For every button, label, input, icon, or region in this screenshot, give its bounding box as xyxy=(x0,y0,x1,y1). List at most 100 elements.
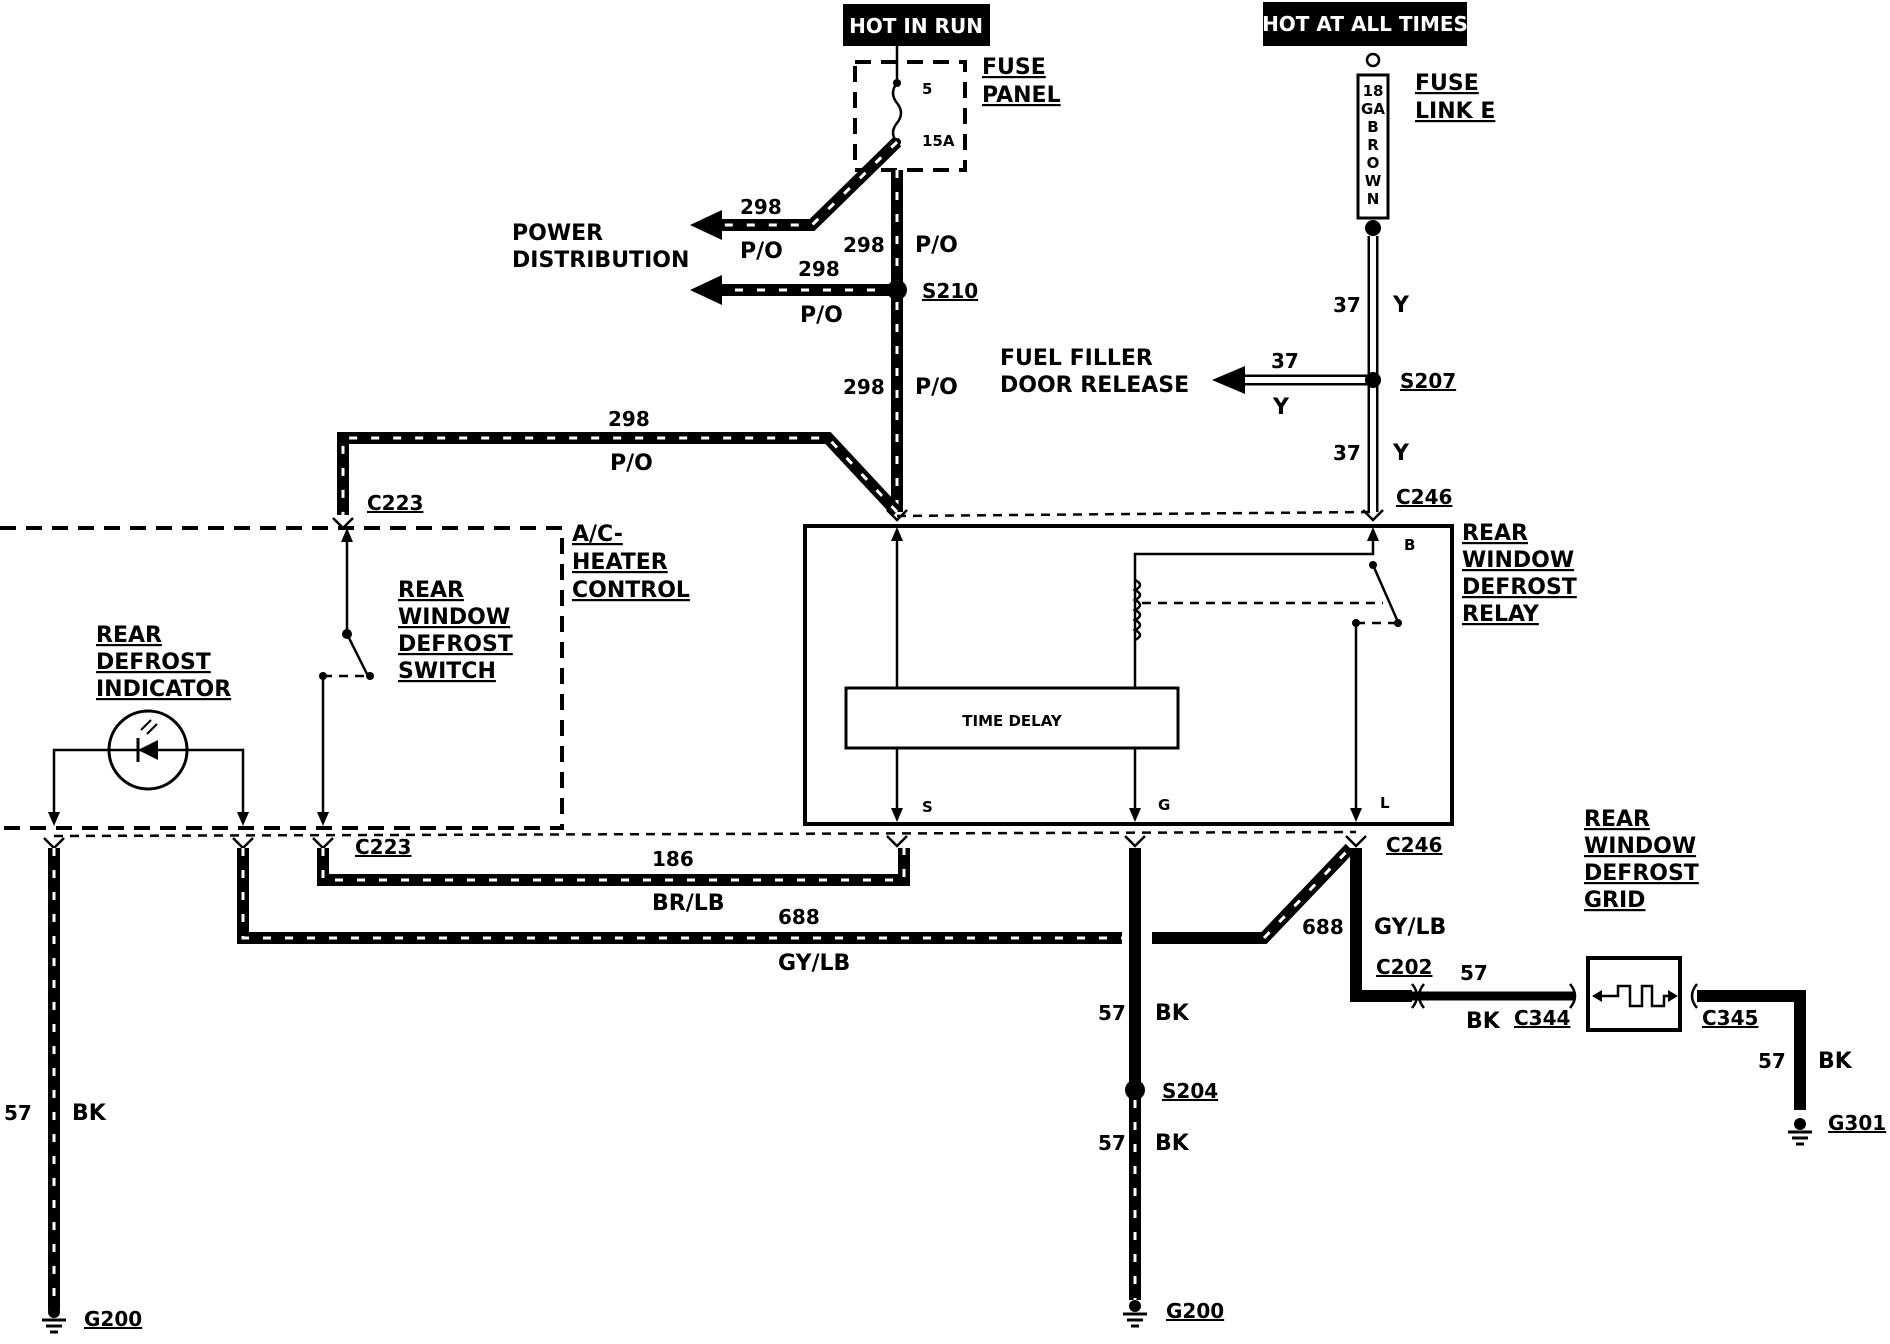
wire-688-b-number: 688 xyxy=(1302,915,1344,939)
ground-g301: G301 xyxy=(1828,1111,1886,1135)
wire-57-mid2-color: BK xyxy=(1155,1131,1190,1156)
hot-in-run-source: HOT IN RUN xyxy=(843,4,990,46)
wire-688-a-number: 688 xyxy=(778,905,820,929)
fuel-filler-label-2: DOOR RELEASE xyxy=(1000,373,1189,398)
relay-label-4: RELAY xyxy=(1462,602,1540,627)
hot-in-run-label: HOT IN RUN xyxy=(849,14,983,38)
wire-186-color: BR/LB xyxy=(652,891,725,916)
wire-37-c-color: Y xyxy=(1392,441,1410,466)
fuse-number: 5 xyxy=(922,80,932,98)
fuel-filler-label-1: FUEL FILLER xyxy=(1000,346,1153,371)
ground-g200-left: G200 xyxy=(84,1307,142,1331)
fuse-link-label-1: FUSE xyxy=(1415,71,1479,96)
circuit-57-grid xyxy=(1350,848,1812,1146)
fuse-link-gauge-2: B xyxy=(1367,118,1378,136)
relay-label-2: WINDOW xyxy=(1462,548,1574,573)
switch-label-1: REAR xyxy=(398,578,464,603)
rear-defrost-indicator: REAR DEFROST INDICATOR xyxy=(48,623,249,826)
rear-window-defrost-grid: REAR WINDOW DEFROST GRID xyxy=(1584,807,1699,1032)
wire-186-number: 186 xyxy=(652,847,694,871)
wire-37-a-color: Y xyxy=(1392,293,1410,318)
wire-57-right-number: 57 xyxy=(1758,1049,1786,1073)
wire-37-c-number: 37 xyxy=(1333,441,1361,465)
fuse-link: 18 GA B R O W N FUSE LINK E xyxy=(1356,52,1495,236)
wire-298-c-color: P/O xyxy=(800,303,843,328)
wire-57-mid2-number: 57 xyxy=(1098,1131,1126,1155)
wire-57-mid1-color: BK xyxy=(1155,1001,1190,1026)
wire-57-mid1-number: 57 xyxy=(1098,1001,1126,1025)
fuse-link-gauge-6: N xyxy=(1367,190,1380,208)
power-distribution-label-2: DISTRIBUTION xyxy=(512,248,689,273)
wire-298-b-number: 298 xyxy=(843,233,885,257)
wire-37-a-number: 37 xyxy=(1333,293,1361,317)
grid-label-1: REAR xyxy=(1584,807,1650,832)
wire-298-d-color: P/O xyxy=(915,375,958,400)
hot-at-all-times-label: HOT AT ALL TIMES xyxy=(1262,12,1468,36)
fuse-link-gauge-1: GA xyxy=(1361,100,1385,118)
indicator-label-1: REAR xyxy=(96,623,162,648)
connector-c202: C202 xyxy=(1376,955,1432,979)
circuit-57-left xyxy=(42,848,66,1334)
relay-pin-g: G xyxy=(1158,796,1170,814)
rear-window-defrost-relay: TIME DELAY B S G L REAR WINDOW DEFROST R… xyxy=(803,521,1577,826)
fuse-link-label-2: LINK E xyxy=(1415,99,1495,124)
fuse-panel-label-1: FUSE xyxy=(982,55,1046,80)
wire-298-b-color: P/O xyxy=(915,233,958,258)
wire-688-b-color: GY/LB xyxy=(1374,915,1446,940)
indicator-label-2: DEFROST xyxy=(96,650,211,675)
relay-label-1: REAR xyxy=(1462,521,1528,546)
wire-298-e-number: 298 xyxy=(608,407,650,431)
wire-37-b-number: 37 xyxy=(1271,349,1299,373)
connector-c223-top: C223 xyxy=(367,491,423,515)
wire-57-grid-color: BK xyxy=(1466,1009,1501,1034)
circuit-298 xyxy=(337,137,907,517)
circuit-57-mid xyxy=(1123,848,1147,1328)
grid-label-4: GRID xyxy=(1584,888,1645,913)
wire-57-grid-number: 57 xyxy=(1460,961,1488,985)
ac-heater-label-1: A/C- xyxy=(572,522,623,547)
ground-g200-mid: G200 xyxy=(1166,1299,1224,1323)
splice-s210: S210 xyxy=(922,279,978,303)
wire-37-b-color: Y xyxy=(1272,395,1290,420)
wire-57-right-color: BK xyxy=(1818,1049,1853,1074)
ac-heater-control: A/C- HEATER CONTROL xyxy=(0,522,690,830)
relay-label-3: DEFROST xyxy=(1462,575,1577,600)
connector-c344: C344 xyxy=(1514,1006,1570,1030)
indicator-label-3: INDICATOR xyxy=(96,677,231,702)
wire-688-a-color: GY/LB xyxy=(778,951,850,976)
switch-label-2: WINDOW xyxy=(398,605,510,630)
fuse-link-gauge-0: 18 xyxy=(1363,82,1384,100)
connector-c246-top: C246 xyxy=(1396,485,1452,509)
fuse-panel-label-2: PANEL xyxy=(982,83,1061,108)
wire-57-left-color: BK xyxy=(72,1101,107,1126)
splice-s207: S207 xyxy=(1400,369,1456,393)
grid-label-3: DEFROST xyxy=(1584,861,1699,886)
fuse-link-gauge-4: O xyxy=(1367,154,1380,172)
switch-label-4: SWITCH xyxy=(398,659,496,684)
wire-298-a-color: P/O xyxy=(740,239,783,264)
relay-pin-l: L xyxy=(1380,794,1390,812)
rear-window-defrost-switch: REAR WINDOW DEFROST SWITCH xyxy=(317,528,513,826)
circuit-688 xyxy=(237,843,1355,944)
ac-heater-label-3: CONTROL xyxy=(572,578,690,603)
connector-c223-bottom: C223 xyxy=(355,835,411,859)
connector-c246-bottom: C246 xyxy=(1386,833,1442,857)
fuse-panel: 5 15A FUSE PANEL xyxy=(853,46,1061,172)
circuit-186 xyxy=(317,848,910,886)
wire-298-e-color: P/O xyxy=(610,451,653,476)
grid-label-2: WINDOW xyxy=(1584,834,1696,859)
relay-pin-s: S xyxy=(922,798,933,816)
wire-298-a-number: 298 xyxy=(740,195,782,219)
fuse-rating: 15A xyxy=(922,132,955,150)
ac-heater-label-2: HEATER xyxy=(572,550,668,575)
hot-at-all-times-source: HOT AT ALL TIMES xyxy=(1262,2,1468,46)
power-distribution-label-1: POWER xyxy=(512,221,603,246)
circuit-37 xyxy=(1212,236,1381,512)
splice-s204: S204 xyxy=(1162,1079,1218,1103)
connector-c345: C345 xyxy=(1702,1006,1758,1030)
wire-298-d-number: 298 xyxy=(843,375,885,399)
fuse-link-gauge-5: W xyxy=(1365,172,1382,190)
relay-pin-b: B xyxy=(1404,536,1415,554)
switch-label-3: DEFROST xyxy=(398,632,513,657)
